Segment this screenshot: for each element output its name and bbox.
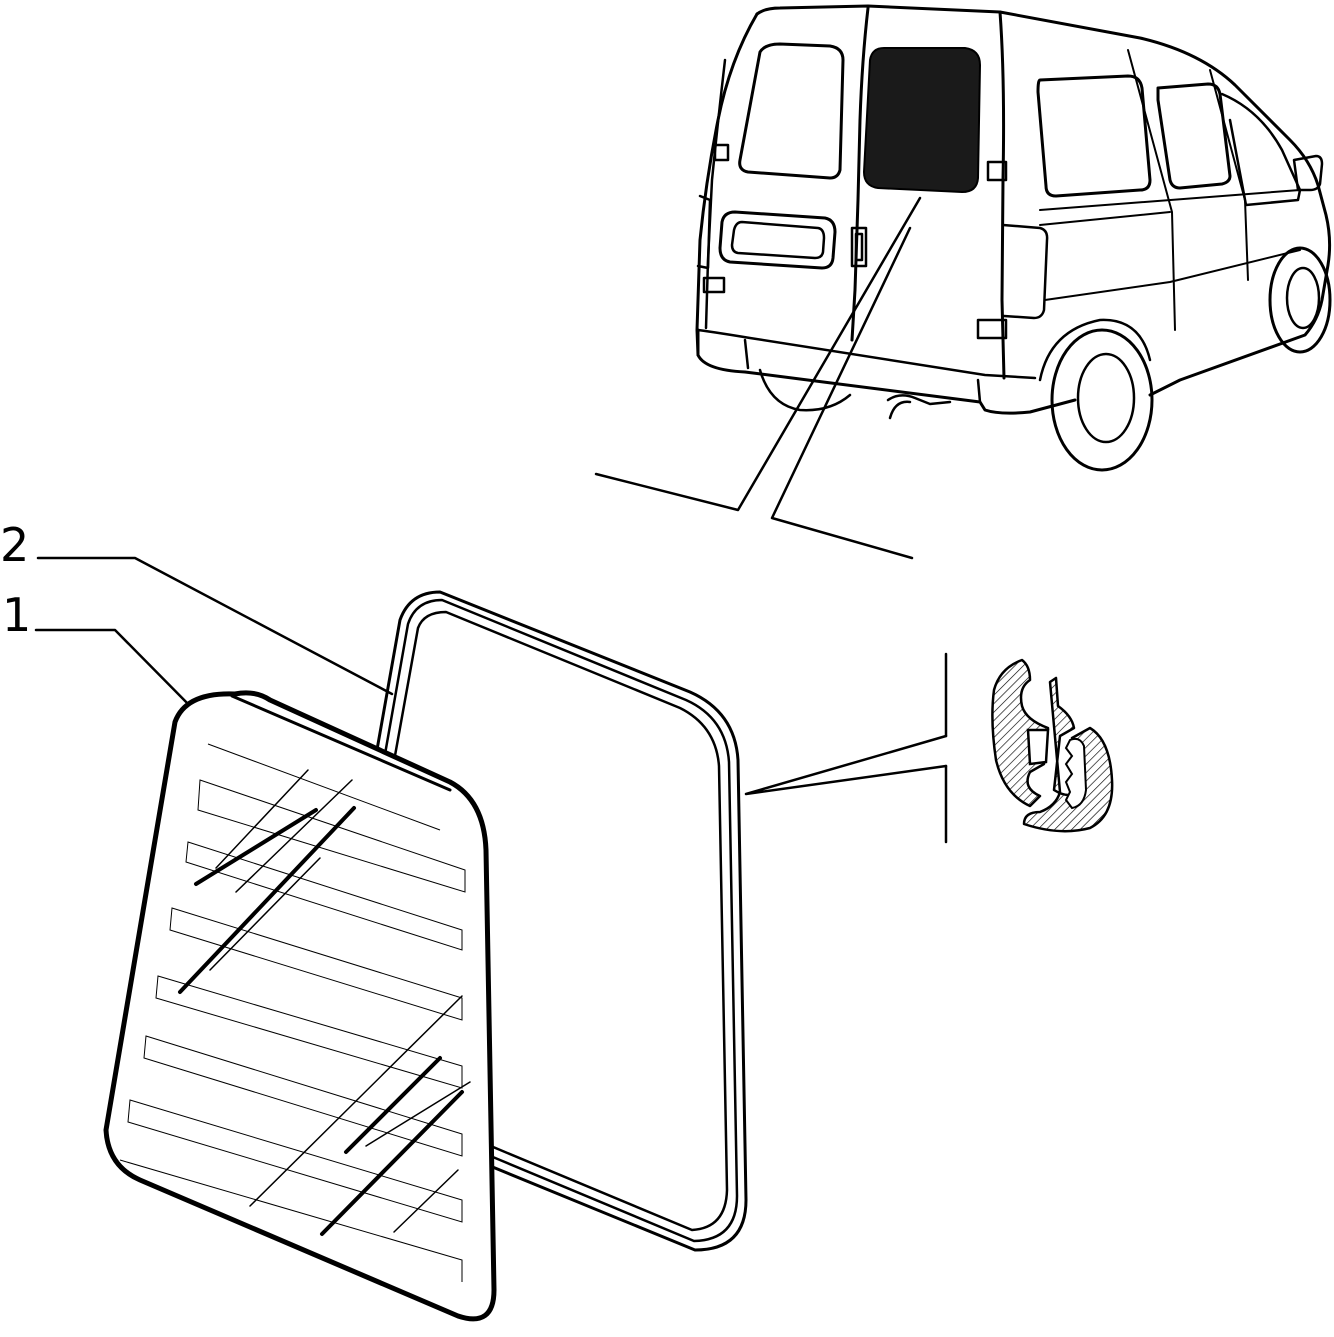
callout-leaders <box>34 556 394 714</box>
callout-label-1: 1 <box>2 588 32 642</box>
seal-cross-section-detail <box>744 652 1114 844</box>
rear-door-window-highlight <box>862 47 982 194</box>
van-illustration <box>594 4 1332 560</box>
callout-label-2: 2 <box>0 518 30 572</box>
window-seal-part <box>320 590 748 1252</box>
rear-door-glass-part <box>103 690 497 1322</box>
